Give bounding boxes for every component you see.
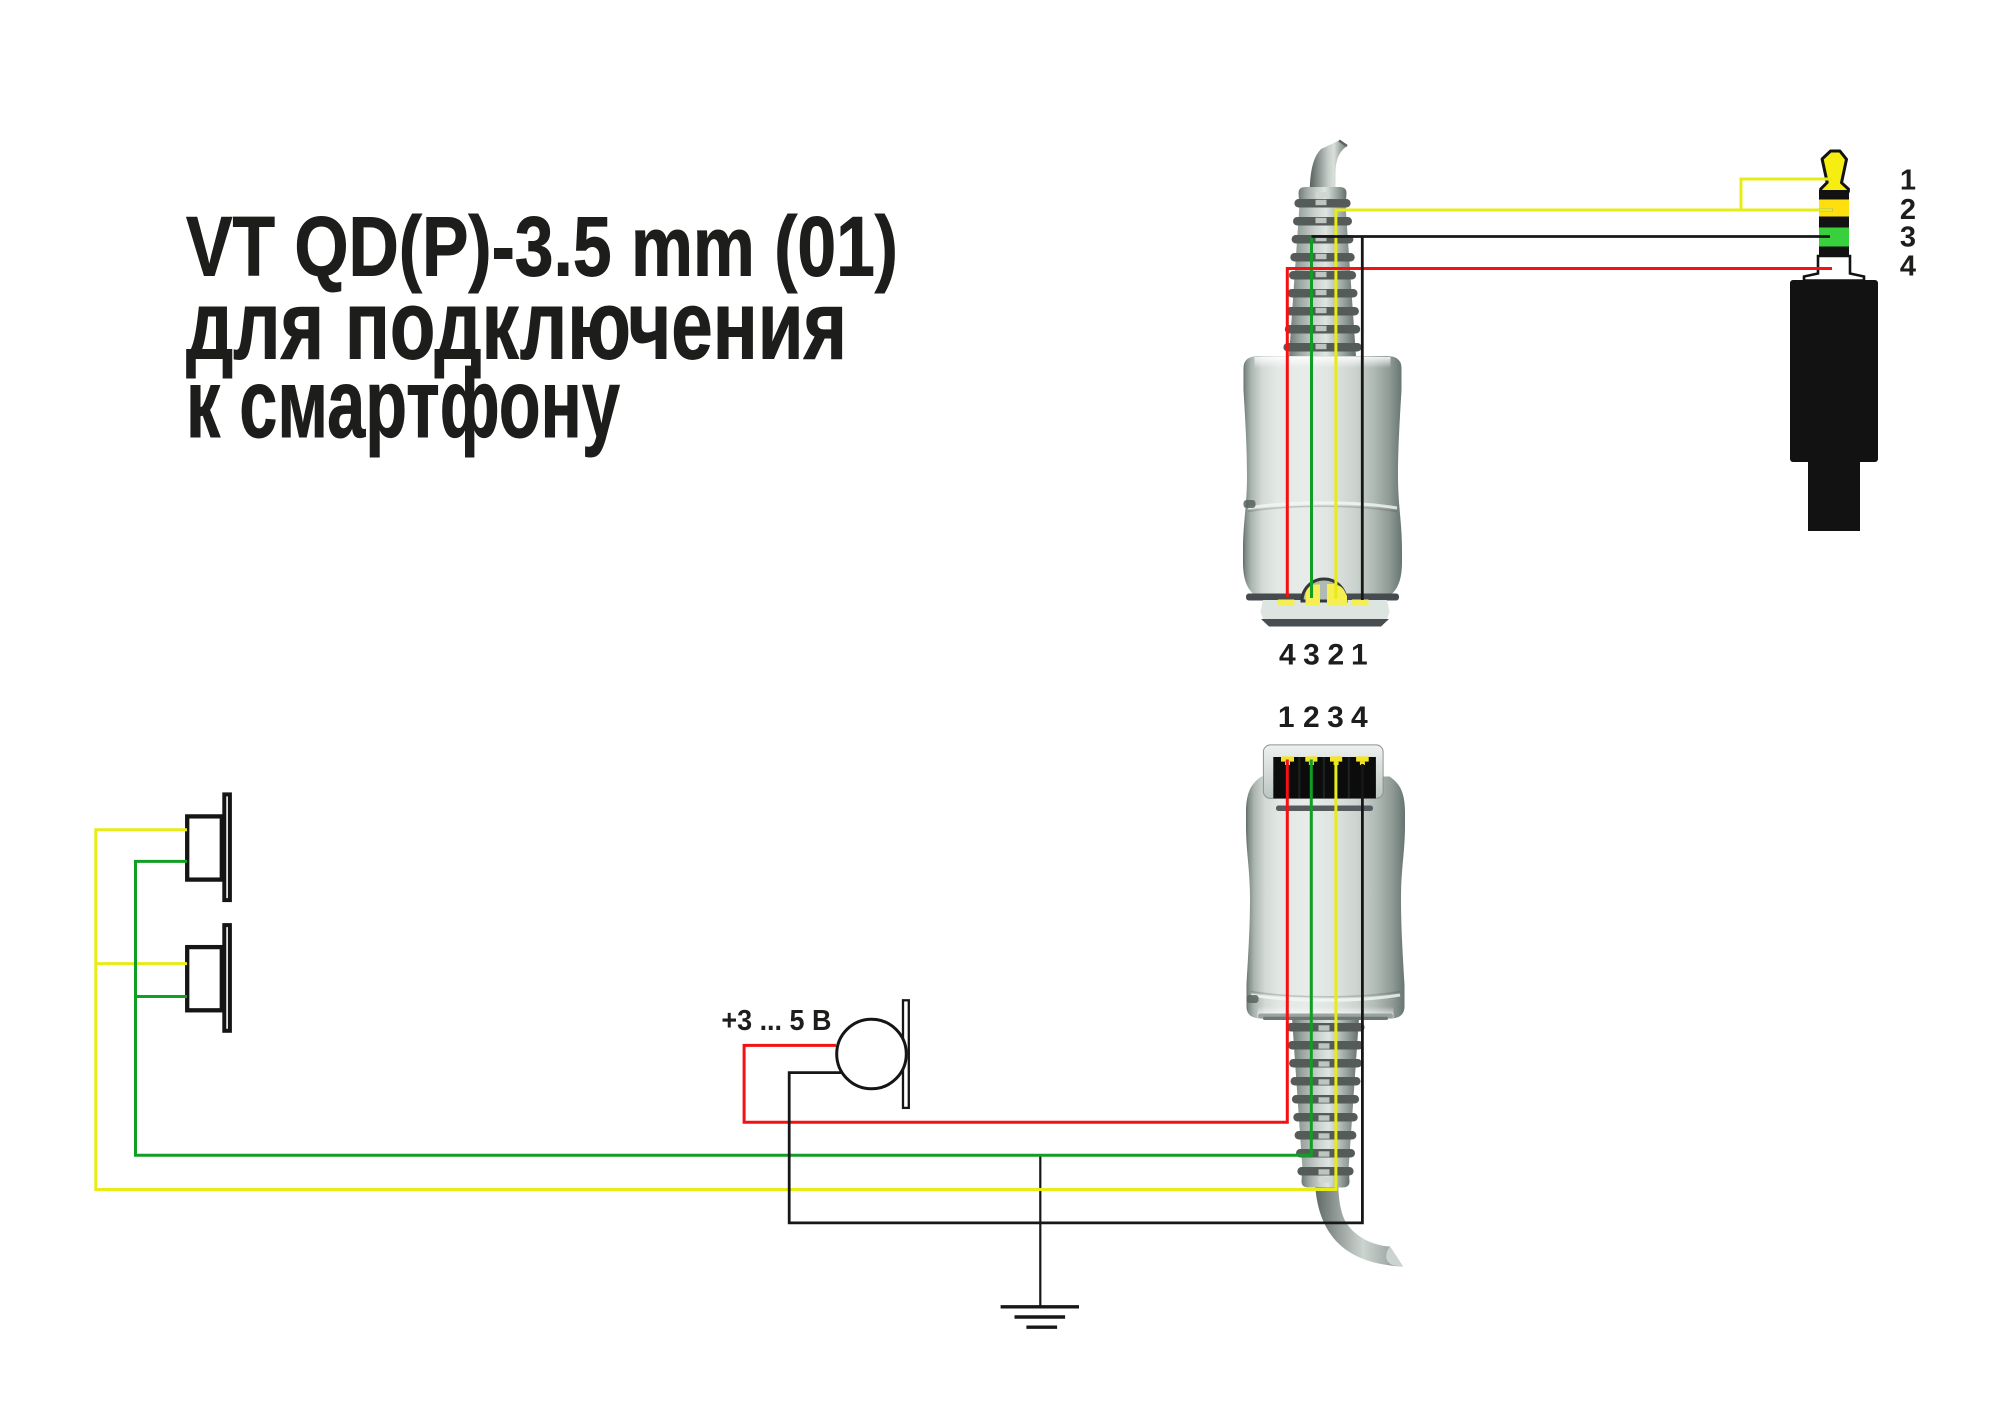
svg-text:2: 2 <box>1900 194 1916 226</box>
svg-text:1: 1 <box>1900 165 1916 197</box>
svg-text:2: 2 <box>1303 701 1320 734</box>
svg-text:1: 1 <box>1278 701 1295 734</box>
svg-text:4: 4 <box>1351 701 1368 734</box>
svg-text:2: 2 <box>1327 638 1344 671</box>
svg-text:VT QD(P)-3.5 mm (01): VT QD(P)-3.5 mm (01) <box>186 200 898 294</box>
svg-text:к смартфону: к смартфону <box>186 349 620 458</box>
svg-text:для подключения: для подключения <box>186 271 847 380</box>
svg-text:4: 4 <box>1279 638 1296 671</box>
svg-text:1: 1 <box>1351 638 1368 671</box>
svg-text:+3 ... 5 В: +3 ... 5 В <box>721 1005 831 1037</box>
svg-text:3: 3 <box>1900 221 1916 253</box>
svg-text:4: 4 <box>1900 251 1916 283</box>
svg-text:3: 3 <box>1327 701 1344 734</box>
svg-text:3: 3 <box>1303 638 1320 671</box>
